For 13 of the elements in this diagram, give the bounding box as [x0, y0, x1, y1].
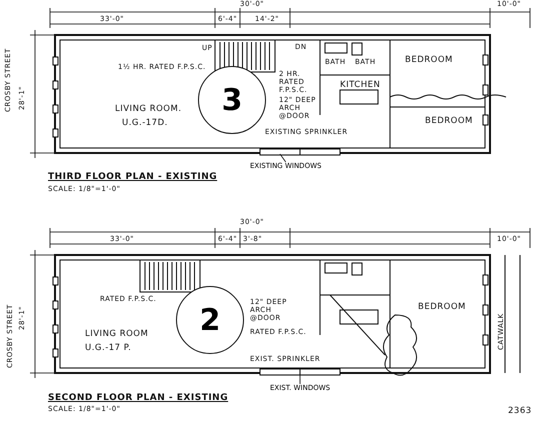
floor-number-circle: 2	[176, 286, 244, 354]
room-label: BEDROOM	[425, 116, 473, 126]
room-label: LIVING ROOM	[85, 329, 148, 339]
room-label: BEDROOM	[418, 302, 466, 312]
room-label: 2363	[508, 406, 532, 416]
room-label: KITCHEN	[340, 80, 380, 90]
plan-title: SECOND FLOOR PLAN - EXISTING	[48, 393, 228, 403]
leader-line	[280, 154, 286, 162]
room-label: BEDROOM	[405, 55, 453, 65]
room-label: U.G.-17D.	[122, 118, 168, 128]
room-label: LIVING ROOM.	[115, 104, 182, 114]
plan-title: THIRD FLOOR PLAN - EXISTING	[48, 172, 218, 182]
room-label: U.G.-17 P.	[85, 343, 132, 353]
